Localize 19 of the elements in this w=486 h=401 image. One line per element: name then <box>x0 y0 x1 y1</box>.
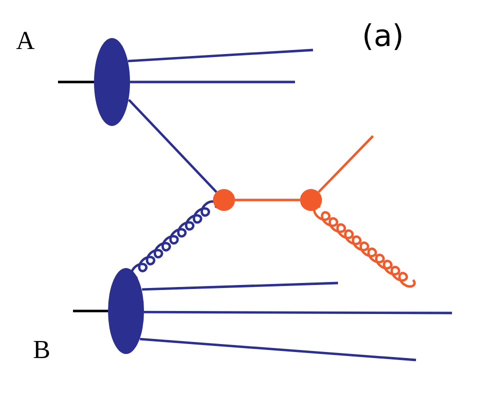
gluon-line <box>313 205 416 288</box>
vertex-dot <box>213 189 235 211</box>
beam-label: B <box>33 337 50 363</box>
particle-line <box>235 198 300 202</box>
vertex-dot <box>300 189 322 211</box>
hadron-ellipse <box>108 268 144 354</box>
particle-line <box>128 98 218 193</box>
particle-line <box>73 310 108 312</box>
panel-label: (a) <box>362 22 404 52</box>
particle-line <box>130 80 295 84</box>
particle-line <box>318 135 374 193</box>
beam-label: A <box>16 28 35 54</box>
hadron-ellipse <box>94 38 130 126</box>
gluon-line <box>130 200 218 280</box>
particle-line <box>144 310 452 314</box>
particle-line <box>128 48 314 62</box>
particle-line <box>58 80 94 84</box>
particle-line <box>140 338 416 362</box>
particle-line <box>142 282 338 291</box>
